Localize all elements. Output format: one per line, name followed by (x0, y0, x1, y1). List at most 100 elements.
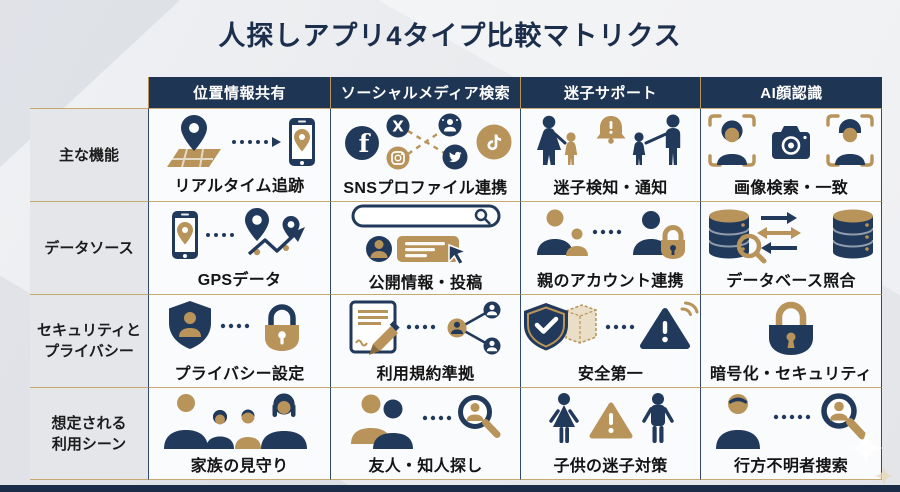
cell-public-info-posts: 公開情報・投稿 (330, 201, 520, 294)
search-bar-icon (351, 204, 500, 227)
cell-label: データベース照合 (726, 272, 856, 290)
safety-icon (523, 301, 698, 350)
cell-label: 公開情報・投稿 (368, 274, 483, 292)
matrix-corner (30, 77, 148, 108)
cell-friend-search: 友人・知人探し (330, 387, 520, 480)
cell-encryption-security: 暗号化・セキュリティ (700, 294, 882, 387)
cell-label: GPSデータ (197, 271, 282, 289)
warning-triangle-icon (589, 402, 632, 439)
cell-label: 子供の迷子対策 (553, 458, 668, 475)
facebook-icon: f (344, 125, 379, 160)
smartphone-pin-icon (289, 117, 315, 166)
row-label-main-features: 主な機能 (30, 108, 148, 201)
row-label-use-cases: 想定される 利用シーン (30, 387, 148, 480)
database-match-icon (708, 209, 874, 263)
face-recognition-icon (708, 113, 874, 167)
page-title: 人探しアプリ4タイプ比較マトリクス (218, 21, 682, 51)
cell-label: 利用規約準拠 (376, 365, 475, 383)
sns-network-icon: f X (344, 113, 511, 169)
dotted-arrow-icon (232, 136, 281, 147)
sparkle-icon (874, 466, 894, 486)
child-icon (632, 131, 645, 165)
profile-group-icon (438, 113, 461, 136)
shield-check-icon (523, 302, 568, 350)
share-network-icon (447, 301, 500, 354)
twitter-icon (442, 144, 467, 169)
warning-alert-icon (639, 301, 698, 349)
privacy-icon (168, 300, 299, 351)
missing-person-icon (716, 393, 867, 449)
database-icon (708, 209, 750, 258)
cell-parent-account-link: 親のアカウント連携 (520, 201, 700, 294)
father-icon (644, 114, 680, 165)
dots-connector-icon (406, 324, 435, 329)
cell-realtime-tracking: リアルタイム追跡 (148, 108, 330, 201)
camera-icon (772, 125, 810, 159)
column-header-ai-face: AI顔認識 (700, 77, 882, 108)
cell-label: 友人・知人探し (368, 458, 483, 475)
cell-label: 親のアカウント連携 (537, 272, 684, 290)
cell-label: 安全第一 (577, 365, 644, 383)
cell-image-search-match: 画像検索・一致 (700, 108, 882, 201)
dots-connector-icon (592, 229, 621, 234)
cell-label: 行方不明者捜索 (733, 458, 849, 475)
sync-arrows-icon (757, 211, 801, 254)
cell-family-watch: 家族の見守り (148, 387, 330, 480)
parent-account-icon (536, 209, 685, 259)
mother-icon (536, 115, 566, 165)
child-icon (564, 131, 577, 165)
dots-connector-icon (205, 232, 234, 237)
girl-icon (548, 393, 579, 443)
account-lock-icon (632, 210, 685, 259)
cell-safety-first: 安全第一 (520, 294, 700, 387)
cell-label: SNSプロファイル連携 (343, 179, 508, 197)
family-icon (163, 393, 307, 449)
cell-label: プライバシー設定 (174, 365, 305, 383)
father-icon (163, 394, 208, 449)
svg-text:f: f (358, 129, 371, 158)
row-label-data-source: データソース (30, 201, 148, 294)
dots-connector-icon (605, 324, 634, 329)
boy-icon (641, 393, 674, 443)
cell-missing-person-search: 行方不明者捜索 (700, 387, 882, 480)
alert-bell-icon (596, 115, 625, 144)
post-box-icon (396, 235, 459, 262)
svg-text:X: X (392, 117, 404, 135)
magnifier-icon (736, 233, 767, 263)
profile-post-icon (365, 235, 468, 266)
cell-terms-compliance: 利用規約準拠 (330, 294, 520, 387)
profile-avatar-icon (365, 235, 392, 262)
cell-sns-profile-link: f X (330, 108, 520, 201)
map-pin-icon (167, 114, 221, 167)
person-magnifier-icon (821, 393, 867, 440)
column-header-location: 位置情報共有 (148, 77, 330, 108)
child-warning-icon (548, 393, 674, 443)
boy-icon (234, 409, 261, 449)
bottom-accent-bar (0, 485, 900, 492)
pencil-icon (368, 320, 400, 355)
girl-icon (205, 410, 234, 449)
dots-connector-icon (422, 415, 451, 421)
person-magnifier-icon (457, 395, 500, 438)
terms-icon (349, 300, 500, 355)
row-label-security-privacy: セキュリティと プライバシー (30, 294, 148, 387)
x-icon: X (386, 114, 409, 137)
person-icon (716, 394, 760, 449)
tiktok-icon (476, 124, 511, 159)
cell-label: リアルタイム追跡 (174, 177, 305, 195)
package-box-icon (564, 303, 597, 344)
cell-database-matching: データベース照合 (700, 201, 882, 294)
cell-label: 暗号化・セキュリティ (709, 365, 873, 383)
dots-connector-icon (773, 414, 811, 420)
comparison-matrix: 位置情報共有 ソーシャルメディア検索 迷子サポート AI顔認識 主な機能 (30, 77, 882, 480)
cell-lost-child-alert: 迷子検知・通知 (520, 108, 700, 201)
sparkle-icon (848, 430, 884, 466)
cell-label: 迷子検知・通知 (553, 179, 668, 197)
column-header-social: ソーシャルメディア検索 (330, 77, 520, 108)
cell-child-safety: 子供の迷子対策 (520, 387, 700, 480)
family-alert-icon (536, 114, 680, 165)
crossing-links-icon (406, 126, 447, 155)
friend-search-icon (350, 394, 500, 449)
gold-padlock-icon (264, 303, 299, 351)
